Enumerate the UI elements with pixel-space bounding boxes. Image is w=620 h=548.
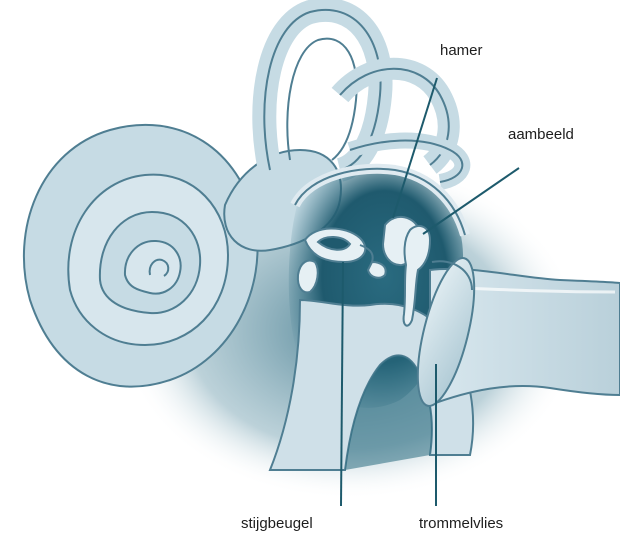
label-hamer: hamer [440, 42, 483, 59]
label-aambeeld: aambeeld [508, 126, 574, 143]
label-stijgbeugel: stijgbeugel [241, 515, 313, 532]
label-trommelvlies: trommelvlies [419, 515, 503, 532]
